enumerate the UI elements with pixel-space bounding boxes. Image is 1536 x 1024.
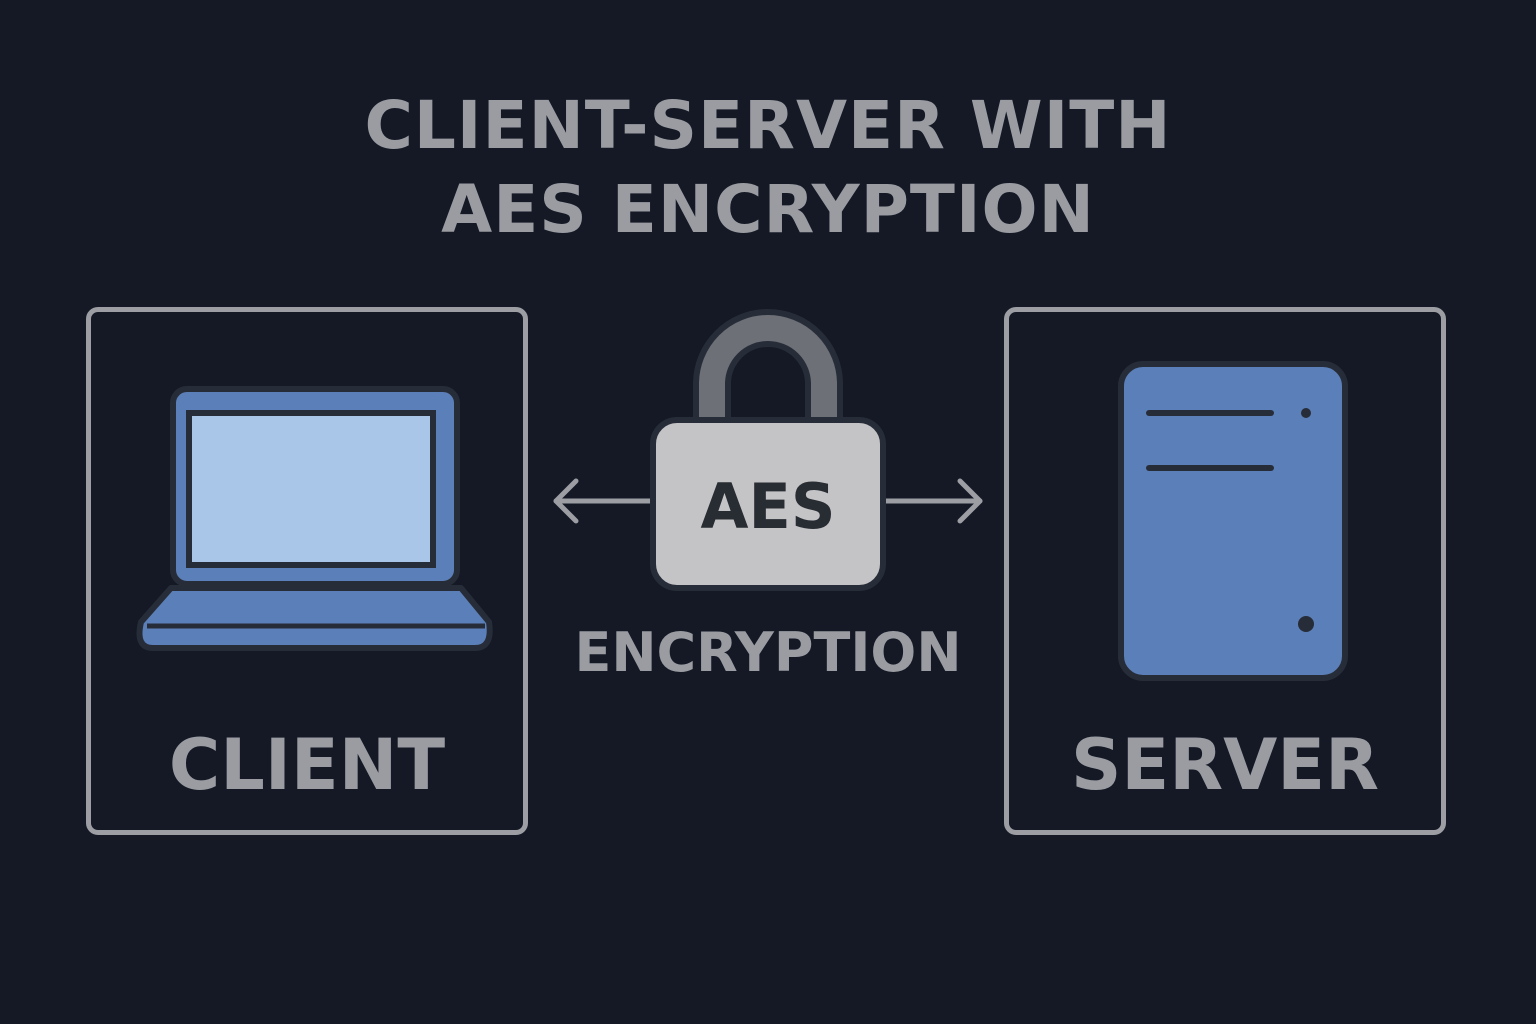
lock-text: AES [701,470,836,543]
client-label: CLIENT [168,724,446,806]
padlock-icon [650,309,886,591]
laptop-icon [136,386,493,651]
title-line-1: CLIENT-SERVER WITH [364,87,1172,164]
left-arrow-icon [553,478,663,524]
right-arrow-icon [875,478,983,524]
server-icon [1118,361,1348,681]
server-box: SERVER [1004,307,1446,835]
client-box: CLIENT [86,307,528,835]
diagram-title: CLIENT-SERVER WITH AES ENCRYPTION [0,84,1536,252]
server-label: SERVER [1070,724,1380,806]
title-line-2: AES ENCRYPTION [441,171,1095,248]
encryption-label: ENCRYPTION [574,621,962,684]
